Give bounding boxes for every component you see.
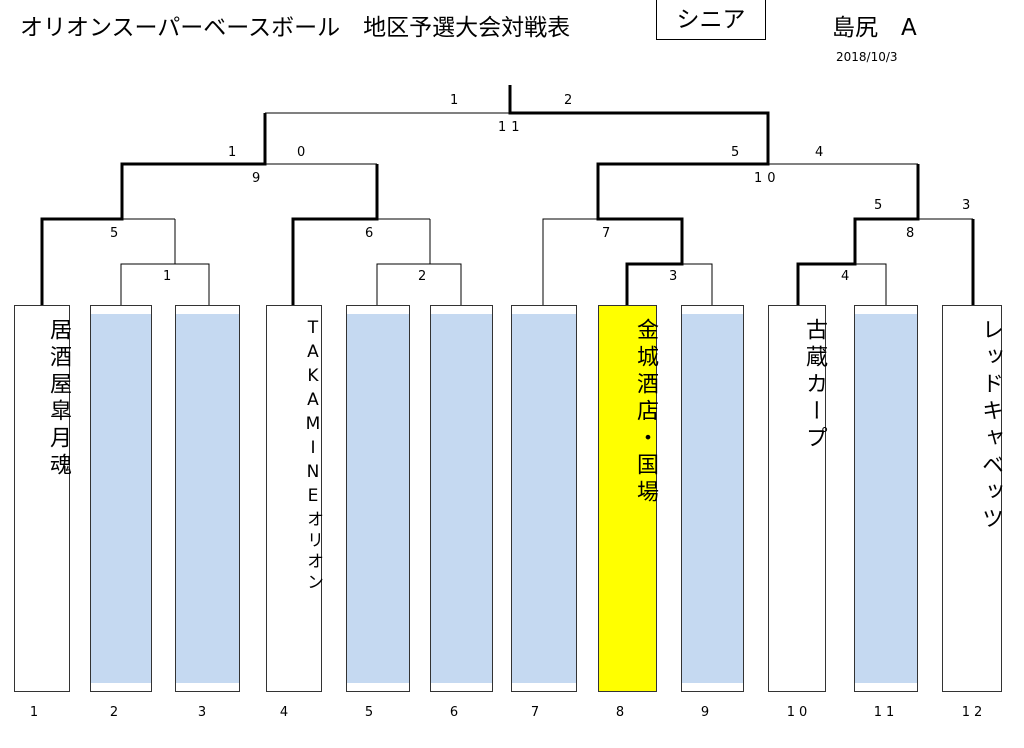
slot-number-1: 1 bbox=[29, 705, 43, 720]
slot-number-7: 7 bbox=[530, 705, 544, 720]
slot-number-10: 10 bbox=[786, 705, 812, 720]
score-m11-left: 1 bbox=[450, 93, 458, 108]
team-name: 金城酒店・国場 bbox=[633, 318, 658, 507]
slot-number-2: 2 bbox=[109, 705, 123, 720]
team-name: 居酒屋皐月魂 bbox=[46, 318, 71, 480]
empty-slot-fill bbox=[431, 314, 492, 683]
team-slot-11 bbox=[854, 305, 918, 692]
match-number-1: 1 bbox=[163, 269, 171, 284]
empty-slot-fill bbox=[855, 314, 917, 683]
team-slot-1: 居酒屋皐月魂 bbox=[14, 305, 71, 692]
team-slot-7 bbox=[511, 305, 577, 692]
empty-slot-fill bbox=[512, 314, 576, 683]
team-slot-12: レッドキャベッツ bbox=[942, 305, 1003, 692]
score-m9-left: 1 bbox=[228, 145, 236, 160]
score-m10-left: 5 bbox=[731, 145, 739, 160]
empty-slot-fill bbox=[682, 314, 743, 683]
date-label: 2018/10/3 bbox=[836, 50, 898, 64]
thin-lines bbox=[120, 112, 973, 305]
winner-lines bbox=[40, 85, 975, 305]
slot-number-4: 4 bbox=[279, 705, 293, 720]
empty-slot-fill bbox=[347, 314, 409, 683]
match-numbers: 1 2 3 4 5 6 7 8 9 10 11 bbox=[110, 120, 914, 284]
score-m8-left: 5 bbox=[874, 198, 882, 213]
slot-number-8: 8 bbox=[615, 705, 629, 720]
team-slot-9 bbox=[681, 305, 744, 692]
team-slot-5 bbox=[346, 305, 410, 692]
score-m11-right: 2 bbox=[564, 93, 572, 108]
match-number-3: 3 bbox=[669, 269, 677, 284]
team-slot-2 bbox=[90, 305, 152, 692]
division-label: シニア bbox=[656, 0, 766, 40]
region-label: 島尻 A bbox=[832, 15, 917, 41]
page-title: オリオンスーパーベースボール 地区予選大会対戦表 bbox=[20, 15, 571, 41]
match-number-7: 7 bbox=[602, 226, 610, 241]
match-number-8: 8 bbox=[906, 226, 914, 241]
score-m10-right: 4 bbox=[815, 145, 823, 160]
empty-slot-fill bbox=[91, 314, 151, 683]
slot-number-6: 6 bbox=[449, 705, 463, 720]
score-m8-right: 3 bbox=[962, 198, 970, 213]
match-number-11: 11 bbox=[498, 120, 525, 135]
scores: 1 2 1 0 5 4 5 3 bbox=[228, 93, 970, 213]
team-name: TAKAMINEオリオン bbox=[303, 318, 323, 594]
team-slot-6 bbox=[430, 305, 493, 692]
team-slot-4: TAKAMINEオリオン bbox=[266, 305, 323, 692]
team-name: レッドキャベッツ bbox=[978, 318, 1003, 534]
match-number-2: 2 bbox=[418, 269, 426, 284]
team-slot-3 bbox=[175, 305, 240, 692]
slot-number-11: 11 bbox=[873, 705, 899, 720]
slot-number-5: 5 bbox=[364, 705, 378, 720]
match-number-5: 5 bbox=[110, 226, 118, 241]
empty-slot-fill bbox=[176, 314, 239, 683]
team-name: 古蔵カープ bbox=[802, 318, 827, 453]
team-slot-10: 古蔵カープ bbox=[768, 305, 827, 692]
slot-number-3: 3 bbox=[197, 705, 211, 720]
slot-number-9: 9 bbox=[700, 705, 714, 720]
match-number-6: 6 bbox=[365, 226, 373, 241]
slot-number-12: 12 bbox=[961, 705, 987, 720]
match-number-9: 9 bbox=[252, 171, 260, 186]
team-slot-8-winner: 金城酒店・国場 bbox=[598, 305, 658, 692]
match-number-10: 10 bbox=[754, 171, 781, 186]
score-m9-right: 0 bbox=[297, 145, 305, 160]
match-number-4: 4 bbox=[841, 269, 849, 284]
